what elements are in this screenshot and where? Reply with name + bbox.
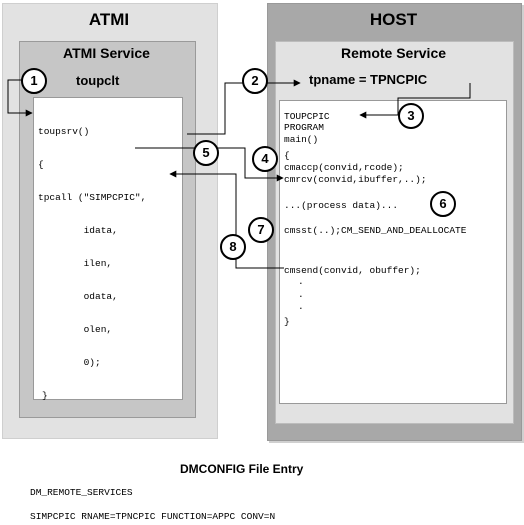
remote-service-title: Remote Service: [340, 45, 447, 61]
dmconfig-line-1: DM_REMOTE_SERVICES: [30, 487, 133, 498]
arrow-step-5: [135, 147, 284, 182]
host-code-line: main(): [284, 134, 319, 145]
host-code-line: {: [284, 150, 290, 161]
atmi-code-line: olen,: [38, 324, 113, 335]
atmi-title: ATMI: [88, 10, 130, 29]
host-code-line: .: [298, 289, 304, 300]
arrow-step-2: [187, 79, 301, 135]
host-title: HOST: [369, 10, 418, 29]
tpname-label: tpname = TPNCPIC: [309, 72, 428, 87]
atmi-code-line: ilen,: [38, 258, 113, 269]
host-code-line: cmrcv(convid,ibuffer,..);: [284, 174, 427, 185]
host-code-line: PROGRAM: [284, 122, 324, 133]
host-code-line: cmsend(convid, obuffer);: [284, 265, 421, 276]
host-code-line: cmaccp(convid,rcode);: [284, 162, 404, 173]
step-7-badge: 7: [248, 217, 274, 243]
host-code-line: ...(process data)...: [284, 200, 399, 211]
atmi-code-line: }: [42, 390, 48, 401]
atmi-service-name: toupclt: [76, 73, 120, 88]
host-code-line: .: [298, 276, 304, 287]
dmconfig-heading: DMCONFIG File Entry: [180, 462, 304, 476]
host-code-line: TOUPCPIC: [284, 111, 330, 122]
atmi-service-title: ATMI Service: [63, 45, 150, 61]
host-code-line: }: [284, 316, 290, 327]
arrow-step-3: [359, 83, 471, 119]
atmi-code-line: toupsrv(): [38, 126, 90, 137]
step-2-badge: 2: [242, 68, 268, 94]
atmi-code-line: 0);: [38, 357, 101, 368]
step-4-badge: 4: [252, 146, 278, 172]
atmi-code-line: tpcall ("SIMPCPIC",: [38, 192, 147, 203]
atmi-code-line: idata,: [38, 225, 118, 236]
step-8-badge: 8: [220, 234, 246, 260]
step-5-badge: 5: [193, 140, 219, 166]
atmi-code-line: {: [38, 159, 44, 170]
atmi-code-line: odata,: [38, 291, 118, 302]
step-1-badge: 1: [21, 68, 47, 94]
atmi-code: toupsrv() { tpcall ("SIMPCPIC", idata, i…: [38, 104, 146, 412]
arrow-step-1: [7, 79, 33, 117]
host-code-line: cmsst(..);CM_SEND_AND_DEALLOCATE: [284, 225, 467, 236]
step-3-badge: 3: [398, 103, 424, 129]
host-code-box: [279, 100, 507, 404]
host-code-line: .: [298, 301, 304, 312]
dmconfig-line-2: SIMPCPIC RNAME=TPNCPIC FUNCTION=APPC CON…: [30, 511, 276, 522]
step-6-badge: 6: [430, 191, 456, 217]
arrow-step-8: [169, 170, 284, 269]
